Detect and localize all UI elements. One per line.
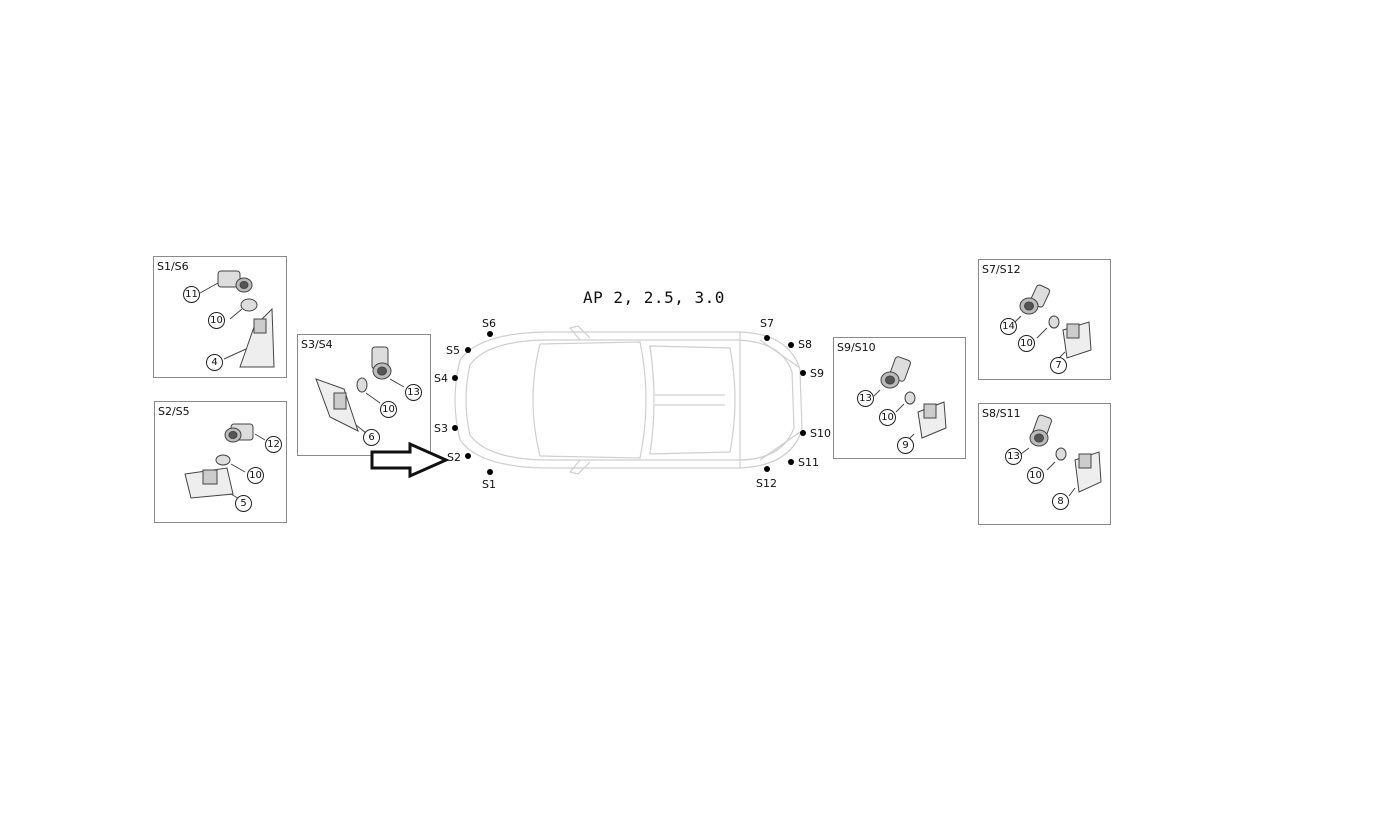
panel-s8-s11: S8/S11 13 10 8 — [978, 403, 1111, 525]
sensor-point-s12 — [764, 466, 770, 472]
sensor-label-s11: S11 — [798, 456, 819, 469]
sensor-label-s6: S6 — [482, 317, 496, 330]
sensor-label-s8: S8 — [798, 338, 812, 351]
panel-label: S8/S11 — [982, 407, 1021, 420]
sensor-label-s9: S9 — [810, 367, 824, 380]
callout: 13 — [1005, 448, 1022, 465]
callout: 10 — [208, 312, 225, 329]
callout: 13 — [857, 390, 874, 407]
callout: 13 — [405, 384, 422, 401]
sensor-part-icon — [184, 423, 266, 501]
sensor-label-s12: S12 — [756, 477, 777, 490]
sensor-point-s11 — [788, 459, 794, 465]
sensor-point-s8 — [788, 342, 794, 348]
sensor-label-s1: S1 — [482, 478, 496, 491]
sensor-point-s6 — [487, 331, 493, 337]
sensor-part-icon — [315, 346, 405, 434]
car-top-view-icon — [454, 325, 803, 475]
callout: 10 — [1018, 335, 1035, 352]
callout: 8 — [1052, 493, 1069, 510]
callout: 14 — [1000, 318, 1017, 335]
panel-s2-s5: S2/S5 12 10 5 — [154, 401, 287, 523]
sensor-part-icon — [1020, 414, 1102, 497]
sensor-label-s3: S3 — [434, 422, 448, 435]
callout: 10 — [879, 409, 896, 426]
callout: 12 — [265, 436, 282, 453]
sensor-point-s5 — [465, 347, 471, 353]
callout: 7 — [1050, 357, 1067, 374]
callout: 11 — [183, 286, 200, 303]
diagram-title: AP 2, 2.5, 3.0 — [583, 288, 725, 307]
panel-label: S3/S4 — [301, 338, 333, 351]
callout: 10 — [247, 467, 264, 484]
sensor-point-s9 — [800, 370, 806, 376]
sensor-part-icon — [1014, 284, 1092, 359]
sensor-point-s3 — [452, 425, 458, 431]
panel-label: S9/S10 — [837, 341, 876, 354]
sensor-point-s10 — [800, 430, 806, 436]
panel-label: S1/S6 — [157, 260, 189, 273]
right-arrow-icon — [370, 441, 450, 479]
sensor-label-s10: S10 — [810, 427, 831, 440]
sensor-point-s4 — [452, 375, 458, 381]
callout: 4 — [206, 354, 223, 371]
sensor-part-icon — [873, 356, 947, 441]
sensor-label-s7: S7 — [760, 317, 774, 330]
panel-s1-s6: S1/S6 11 10 4 — [153, 256, 287, 378]
callout: 5 — [235, 495, 252, 512]
callout: 10 — [1027, 467, 1044, 484]
sensor-label-s2: S2 — [447, 451, 461, 464]
panel-label: S2/S5 — [158, 405, 190, 418]
callout: 9 — [897, 437, 914, 454]
sensor-label-s5: S5 — [446, 344, 460, 357]
panel-s9-s10: S9/S10 13 10 9 — [833, 337, 966, 459]
sensor-point-s7 — [764, 335, 770, 341]
callout: 6 — [363, 429, 380, 446]
panel-label: S7/S12 — [982, 263, 1021, 276]
panel-s3-s4: S3/S4 13 10 6 — [297, 334, 431, 456]
sensor-part-icon — [199, 270, 275, 368]
panel-s7-s12: S7/S12 14 10 7 — [978, 259, 1111, 380]
callout: 10 — [380, 401, 397, 418]
sensor-point-s2 — [465, 453, 471, 459]
sensor-point-s1 — [487, 469, 493, 475]
sensor-label-s4: S4 — [434, 372, 448, 385]
